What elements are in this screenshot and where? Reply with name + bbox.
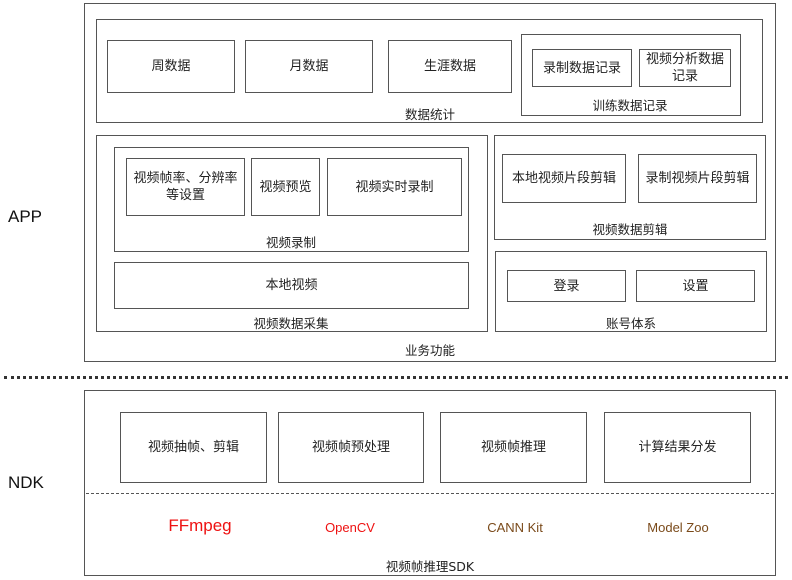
inference-sdk-caption: 视频帧推理SDK xyxy=(385,559,475,574)
opencv-label: OpenCV xyxy=(325,520,375,535)
frame-rate-settings-box: 视频帧率、分辨率等设置 xyxy=(126,158,245,216)
video-analysis-record-box: 视频分析数据记录 xyxy=(639,49,731,87)
recorded-clip-edit-box: 录制视频片段剪辑 xyxy=(638,154,757,203)
video-recording-caption: 视频录制 xyxy=(265,235,316,250)
cann-kit-label: CANN Kit xyxy=(487,520,543,535)
account-system-caption: 账号体系 xyxy=(605,316,656,331)
frame-inference-box: 视频帧推理 xyxy=(440,412,587,483)
sdk-dashed-divider xyxy=(86,493,774,494)
ffmpeg-label: FFmpeg xyxy=(168,516,232,535)
weekly-data-box: 周数据 xyxy=(107,40,235,93)
ndk-layer-label: NDK xyxy=(8,473,44,492)
video-edit-caption: 视频数据剪辑 xyxy=(592,222,668,237)
business-functions-caption: 业务功能 xyxy=(404,343,455,358)
career-data-box: 生涯数据 xyxy=(388,40,512,93)
settings-box: 设置 xyxy=(636,270,755,302)
local-video-box: 本地视频 xyxy=(114,262,469,309)
local-clip-edit-box: 本地视频片段剪辑 xyxy=(502,154,626,203)
result-dispatch-box: 计算结果分发 xyxy=(604,412,751,483)
frame-preprocess-box: 视频帧预处理 xyxy=(278,412,424,483)
login-box: 登录 xyxy=(507,270,626,302)
model-zoo-label: Model Zoo xyxy=(647,520,709,535)
monthly-data-box: 月数据 xyxy=(245,40,373,93)
realtime-recording-box: 视频实时录制 xyxy=(327,158,462,216)
frame-extract-edit-box: 视频抽帧、剪辑 xyxy=(120,412,267,483)
training-records-caption: 训练数据记录 xyxy=(592,98,668,113)
video-preview-box: 视频预览 xyxy=(251,158,320,216)
recording-data-record-box: 录制数据记录 xyxy=(532,49,632,87)
layer-divider xyxy=(4,376,788,379)
app-layer-label: APP xyxy=(8,207,43,226)
data-stats-caption: 数据统计 xyxy=(404,107,455,122)
video-capture-caption: 视频数据采集 xyxy=(253,316,329,331)
